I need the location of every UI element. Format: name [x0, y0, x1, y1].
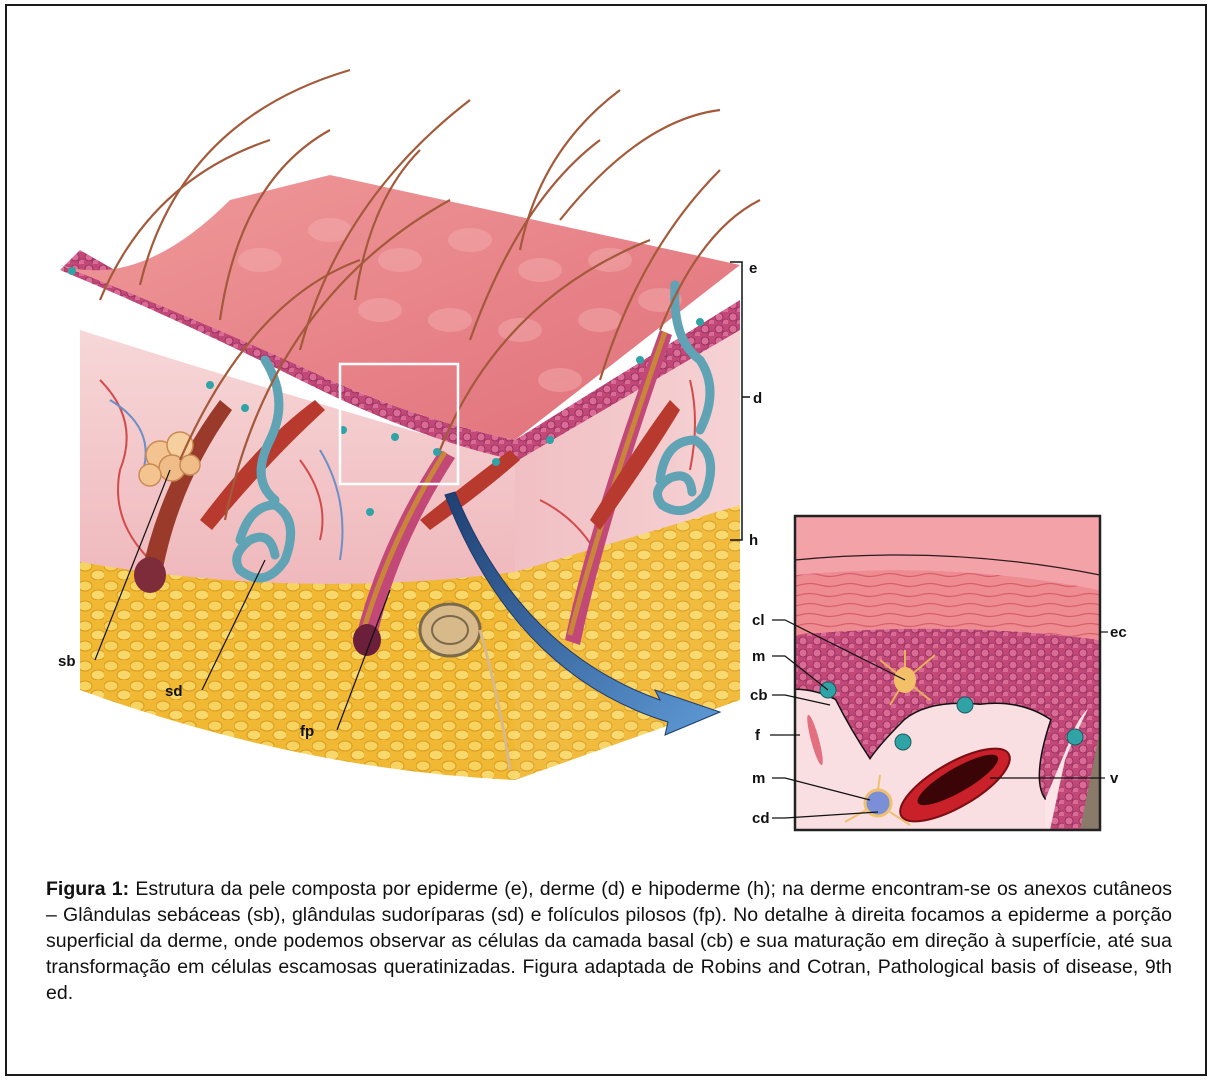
caption-bold-prefix: Figura 1: — [46, 878, 129, 900]
label-f: f — [755, 727, 761, 744]
label-v: v — [1110, 770, 1119, 787]
skin-diagram: e d h sb sd fp — [0, 0, 1214, 870]
label-e: e — [749, 260, 757, 277]
label-sd: sd — [165, 683, 183, 700]
label-sb: sb — [58, 653, 76, 670]
label-cl: cl — [752, 612, 765, 629]
label-m-top: m — [752, 648, 765, 665]
label-d: d — [753, 390, 762, 407]
label-cd: cd — [752, 810, 770, 827]
label-ec: ec — [1110, 624, 1127, 641]
label-h: h — [749, 532, 758, 549]
detail-inset — [795, 516, 1100, 835]
label-m-bottom: m — [752, 770, 765, 787]
figure-caption: Figura 1: Estrutura da pele composta por… — [46, 876, 1172, 1006]
label-cb: cb — [750, 687, 768, 704]
skin-block — [60, 175, 740, 780]
caption-text: Estrutura da pele composta por epiderme … — [46, 878, 1172, 1004]
label-fp: fp — [300, 723, 314, 740]
